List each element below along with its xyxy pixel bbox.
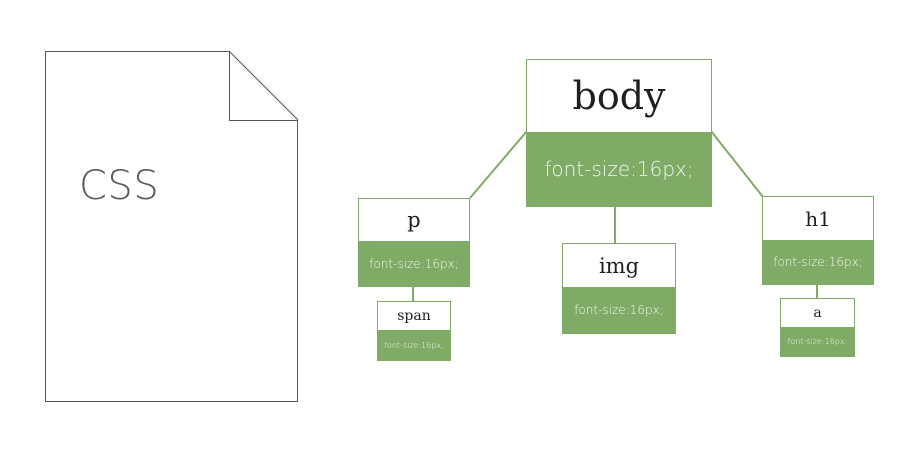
node-img: img font-size:16px; [562,243,676,334]
document-outline [45,51,298,402]
node-span-rule: font-size:16px; [378,330,450,360]
node-body-rule: font-size:16px; [527,132,711,206]
node-p-rule: font-size:16px; [359,241,469,286]
node-p-tag: p [359,199,469,241]
document-fold [229,51,298,121]
node-p: p font-size:16px; [358,198,470,287]
node-h1-rule: font-size:16px; [763,240,873,284]
css-document-label: CSS [79,163,160,209]
node-span: span font-size:16px; [377,301,451,361]
node-h1-tag: h1 [763,197,873,240]
node-h1: h1 font-size:16px; [762,196,874,285]
node-span-tag: span [378,302,450,330]
node-a-rule: font-size:16px; [781,327,854,356]
node-img-rule: font-size:16px; [563,287,675,333]
node-body-tag: body [527,60,711,132]
node-a: a font-size:16px; [780,298,855,357]
node-body: body font-size:16px; [526,59,712,207]
node-img-tag: img [563,244,675,287]
node-a-tag: a [781,299,854,327]
